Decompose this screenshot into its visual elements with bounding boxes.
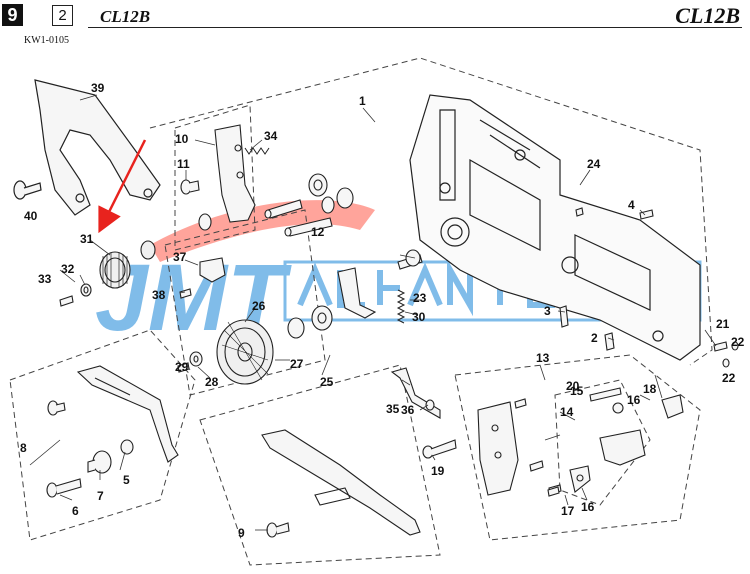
part-plate-37 xyxy=(199,257,226,283)
outline-lever-group xyxy=(9,329,196,541)
part-lever-16 xyxy=(569,465,591,493)
part-link xyxy=(261,429,421,536)
part-pin-11 xyxy=(180,179,200,195)
callout-32: 32 xyxy=(61,262,75,276)
part-shafts-12 xyxy=(264,173,354,237)
callout-16a: 16 xyxy=(627,393,641,407)
callout-34: 34 xyxy=(264,129,278,143)
callout-30: 30 xyxy=(412,310,426,324)
callout-3: 3 xyxy=(544,304,551,318)
outline-bracket-group xyxy=(174,104,256,251)
page-number: 9 xyxy=(2,4,23,26)
part-side-cover xyxy=(34,79,161,216)
outline-gear-group xyxy=(164,209,326,396)
callout-24: 24 xyxy=(587,157,601,171)
callout-28: 28 xyxy=(205,375,219,389)
part-washer-32 xyxy=(80,283,92,297)
part-bracket-10 xyxy=(214,124,256,223)
model-title-right: CL12B xyxy=(675,3,740,28)
callout-31: 31 xyxy=(80,232,94,246)
page-header: 9 2 CL12B CL12B KW1-0105 xyxy=(0,0,750,50)
part-bracket-15 xyxy=(599,394,684,466)
part-shaft-23 xyxy=(397,249,423,270)
part-lever-8 xyxy=(76,365,179,463)
part-spring-30 xyxy=(396,289,406,324)
callout-20: 20 xyxy=(566,379,580,393)
callout-9: 9 xyxy=(238,526,245,540)
callout-35: 35 xyxy=(386,402,400,416)
callout-14: 14 xyxy=(560,405,574,419)
part-screws-plate xyxy=(514,398,562,495)
callout-39: 39 xyxy=(91,81,105,95)
callout-12: 12 xyxy=(311,225,325,239)
part-screw-6 xyxy=(46,478,82,498)
red-arrow xyxy=(98,139,147,234)
callout-10: 10 xyxy=(175,132,189,146)
callout-19: 19 xyxy=(431,464,445,478)
callout-38: 38 xyxy=(152,288,166,302)
part-pin-9 xyxy=(266,522,290,538)
part-screw-small xyxy=(47,400,66,416)
callout-13: 13 xyxy=(536,351,550,365)
callout-33: 33 xyxy=(38,272,52,286)
part-washer-5 xyxy=(120,439,134,455)
part-screw-36 xyxy=(425,399,435,411)
part-gear-31 xyxy=(99,240,156,289)
callout-40: 40 xyxy=(24,209,38,223)
callout-18: 18 xyxy=(643,382,657,396)
outline-link-group xyxy=(199,364,441,566)
callout-22a: 22 xyxy=(731,335,745,349)
callout-22b: 22 xyxy=(722,371,736,385)
main-frame xyxy=(409,94,701,361)
outline-plate-group xyxy=(454,354,701,541)
callout-37: 37 xyxy=(173,250,187,264)
callout-15: 15 xyxy=(570,384,584,398)
part-bushing-7 xyxy=(87,450,112,474)
callout-21: 21 xyxy=(716,317,730,331)
drawing-code: KW1-0105 xyxy=(24,35,69,46)
callout-29: 29 xyxy=(175,360,189,374)
callout-2: 2 xyxy=(591,331,598,345)
part-spring-34 xyxy=(244,147,270,155)
callout-8: 8 xyxy=(20,441,27,455)
callout-6: 6 xyxy=(72,504,79,518)
assembly-outlines xyxy=(9,57,713,566)
header-rule xyxy=(88,27,742,28)
callout-1: 1 xyxy=(359,94,366,108)
callout-7: 7 xyxy=(97,489,104,503)
part-screw-29 xyxy=(177,362,190,373)
outline-bracket-sub xyxy=(554,379,651,506)
part-pin-20 xyxy=(589,387,622,402)
part-washer-28 xyxy=(189,351,203,367)
outline-main-frame xyxy=(149,57,713,366)
part-collar xyxy=(198,213,212,231)
callout-17: 17 xyxy=(561,504,575,518)
callout-labels: 39 1 10 34 11 24 4 40 12 31 37 32 33 38 … xyxy=(20,81,745,540)
part-screw-33 xyxy=(59,295,74,307)
callout-36: 36 xyxy=(401,403,415,417)
page-sub-number: 2 xyxy=(52,5,73,26)
callout-11: 11 xyxy=(177,157,190,171)
callout-26: 26 xyxy=(252,299,266,313)
part-bushing xyxy=(287,305,333,339)
part-screw-40 xyxy=(13,180,42,200)
callout-25: 25 xyxy=(320,375,334,389)
part-screw-38 xyxy=(179,288,192,299)
part-gear-27 xyxy=(216,319,274,385)
part-pins-right xyxy=(559,207,739,368)
watermark-swoosh xyxy=(150,200,375,262)
part-lever-cam xyxy=(337,267,377,319)
callout-16b: 16 xyxy=(581,500,595,514)
part-screw-19 xyxy=(422,439,457,459)
model-title-left: CL12B xyxy=(100,7,151,26)
callout-4: 4 xyxy=(628,198,635,212)
callout-27: 27 xyxy=(290,357,304,371)
callout-23: 23 xyxy=(413,291,427,305)
part-screw-17 xyxy=(547,486,560,497)
callout-5: 5 xyxy=(123,473,130,487)
leader-lines xyxy=(29,94,717,531)
part-plate-14 xyxy=(477,401,519,496)
